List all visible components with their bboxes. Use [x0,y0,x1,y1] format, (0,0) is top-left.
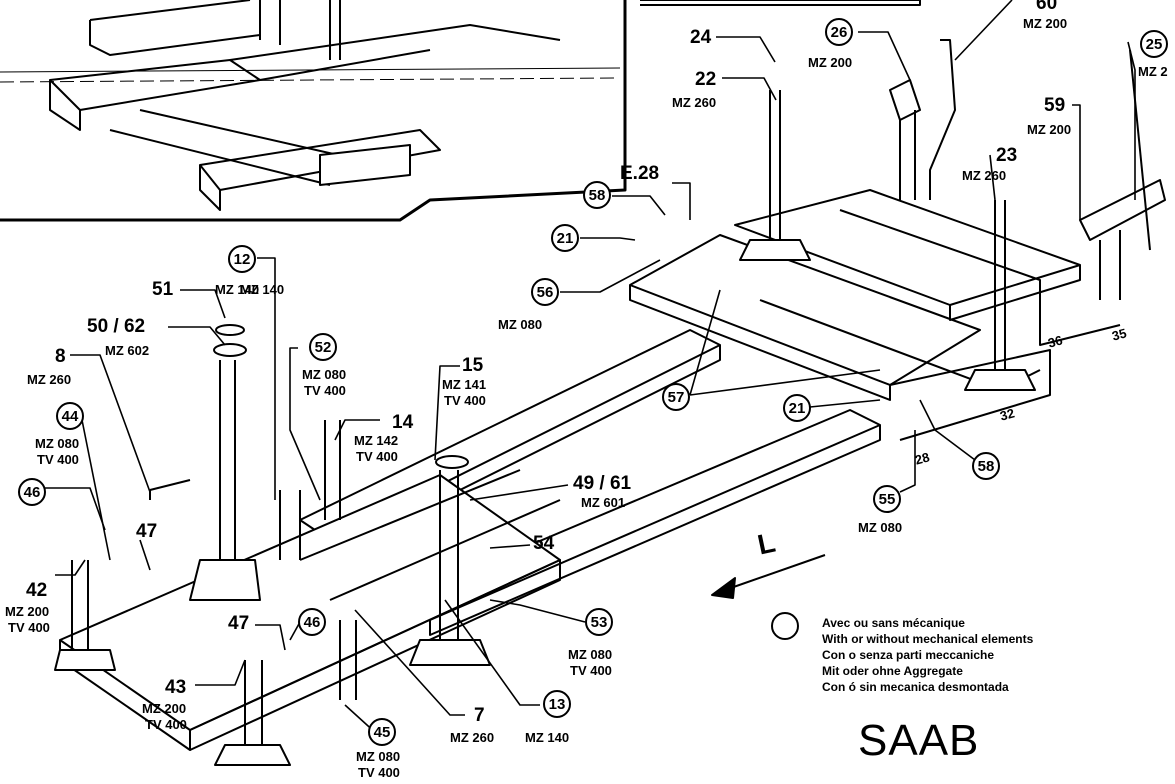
callout-51-code: MZ 140 [215,282,260,297]
callout-58-circle: 58 [583,181,611,209]
callout-42-code2: TV 400 [8,620,50,635]
callout-52-code: MZ 080 [302,367,347,382]
callout-12-circle: 12 [228,245,256,273]
callout-51: 51 [152,279,174,300]
callout-45-circle: 45 [368,718,396,746]
callout-45-code2: TV 400 [358,765,400,780]
main-rails [59,329,881,751]
callout-15-code2: TV 400 [444,393,486,408]
callout-59: 59 [1044,95,1066,116]
callout-52-circle: 52 [309,333,337,361]
callout-49-61-code: MZ 601 [581,495,626,510]
callout-53-code2: TV 400 [570,663,612,678]
legend-line-es: Con ó sin mecanica desmontada [822,680,1009,694]
callout-43: 43 [165,677,187,698]
callout-43-code2: TV 400 [145,717,187,732]
callout-22-code: MZ 260 [672,95,717,110]
rail-mark: 35 [1110,325,1129,344]
callout-44-code2: TV 400 [37,452,79,467]
callout-60-code: MZ 200 [1023,16,1068,31]
callout-15-code: MZ 141 [442,377,487,392]
callout-42-code: MZ 200 [5,604,50,619]
rear-frame [629,189,1121,441]
callout-46-circle: 46 [18,478,46,506]
callout-7-code: MZ 260 [450,730,495,745]
legend-line-en: With or without mechanical elements [822,632,1034,646]
callout-47: 47 [136,521,158,542]
callout-23: 23 [996,145,1018,166]
callout-8: 8 [55,346,66,367]
callout-47b: 47 [228,613,250,634]
leader-lines [45,0,1136,736]
callout-50-62: 50 / 62 [87,316,146,337]
callout-21b-circle: 21 [783,394,811,422]
legend-line-it: Con o senza parti meccaniche [822,648,995,662]
callout-53-code: MZ 080 [568,647,613,662]
callout-23-code: MZ 260 [962,168,1007,183]
legend-circle-icon [771,612,799,640]
callout-15: 15 [462,355,484,376]
callout-8-code: MZ 260 [27,372,72,387]
callout-14-code: MZ 142 [354,433,399,448]
callout-49-61: 49 / 61 [573,473,632,494]
callout-e28: E.28 [620,163,660,184]
callout-24: 24 [690,27,712,48]
callout-56-circle: 56 [531,278,559,306]
legend-line-fr: Avec ou sans mécanique [822,616,965,630]
callout-14-code2: TV 400 [356,449,398,464]
callout-21-circle: 21 [551,224,579,252]
callout-56-code: MZ 080 [498,317,543,332]
callout-60: 60 [1036,0,1058,14]
callout-58b-circle: 58 [972,452,1000,480]
callout-50-62-code: MZ 602 [105,343,150,358]
callout-57-circle: 57 [662,383,690,411]
direction-arrow [724,554,826,591]
callout-25-code: MZ 2 [1138,64,1168,79]
callout-13-code: MZ 140 [525,730,570,745]
rail-mark: 36 [1046,332,1065,351]
inset-detail-view [0,0,627,222]
rail-mark: 28 [913,449,932,468]
callout-14: 14 [392,412,414,433]
callout-26-code: MZ 200 [808,55,853,70]
legend-line-de: Mit oder ohne Aggregate [822,664,963,678]
brand-logo-text: SAAB [858,716,980,765]
callout-53-circle: 53 [585,608,613,636]
callout-44-circle: 44 [56,402,84,430]
callout-22: 22 [695,69,717,90]
callout-45-code: MZ 080 [356,749,401,764]
callout-12-code: MZ 140 [240,282,285,297]
callout-55-code: MZ 080 [858,520,903,535]
callout-43-code: MZ 200 [142,701,187,716]
callout-25-circle: 25 [1140,30,1168,58]
callout-55-circle: 55 [873,485,901,513]
rear-towers [739,39,1166,391]
front-towers [54,324,491,766]
callout-44-code: MZ 080 [35,436,80,451]
callout-26-circle: 26 [825,18,853,46]
callout-59-code: MZ 200 [1027,122,1072,137]
callout-7: 7 [474,705,485,726]
rail-mark: 32 [998,405,1017,424]
callout-52-code2: TV 400 [304,383,346,398]
callout-54: 54 [533,533,555,554]
callout-13-circle: 13 [543,690,571,718]
callout-46b-circle: 46 [298,608,326,636]
callout-42: 42 [26,580,48,601]
